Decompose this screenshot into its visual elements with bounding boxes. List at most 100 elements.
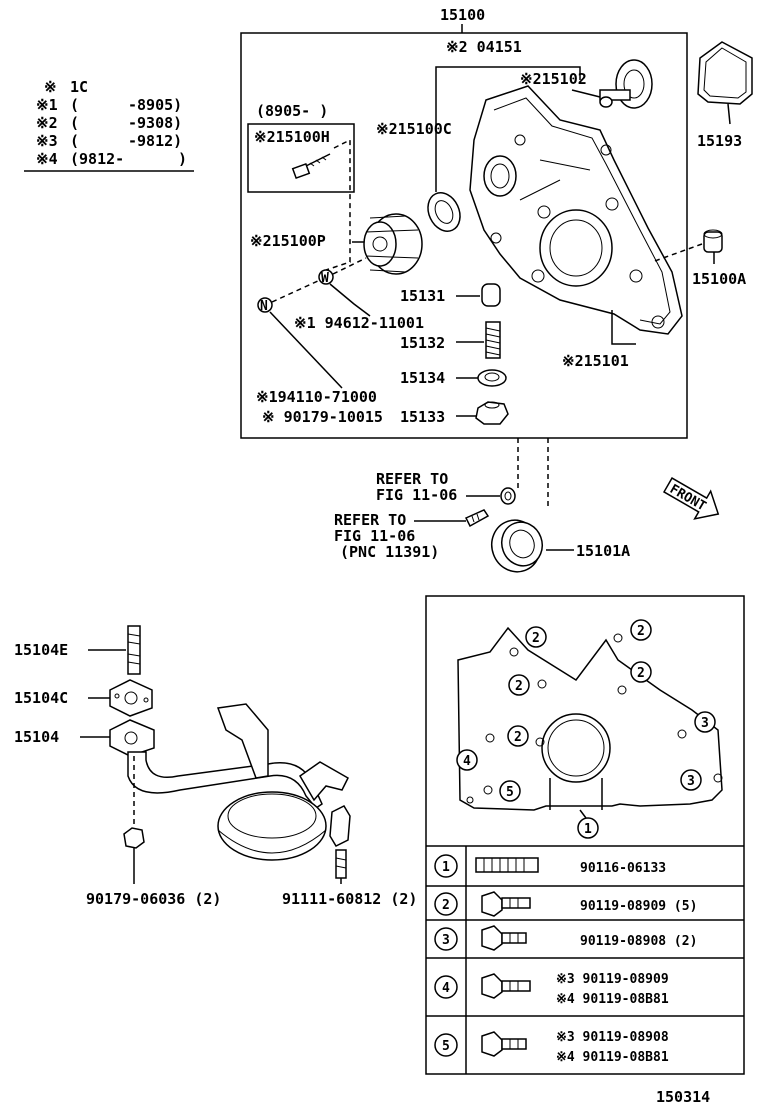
svg-text:2: 2	[637, 666, 645, 681]
callout-94612: ※1 94612-11001	[294, 314, 424, 332]
table-row-1: 1 90116-06133	[434, 854, 666, 878]
bolt-location-marker-3b: 3	[680, 769, 702, 791]
svg-text:4: 4	[463, 754, 471, 769]
w-marker-circle	[318, 269, 334, 285]
refer-note-2-line-2: FIG 11-06	[334, 527, 415, 545]
legend-row-3-mark: ※3	[36, 132, 58, 150]
front-arrow: FRONT	[662, 477, 720, 520]
svg-text:2: 2	[514, 730, 522, 745]
later-model-box	[247, 123, 355, 193]
dashed-path-15100H	[325, 138, 351, 271]
svg-text:5: 5	[506, 785, 514, 800]
crank-seal-drawing	[491, 519, 543, 573]
inner-rotor-gear-drawing	[599, 59, 653, 109]
oring-drawing	[697, 41, 753, 105]
legend-header-mark: ※	[44, 78, 57, 96]
callout-15131: 15131	[400, 287, 445, 305]
callout-91111-60812: 91111-60812 (2)	[282, 890, 417, 908]
pump-body-outline-drawing	[457, 626, 723, 811]
leader-15102	[571, 89, 605, 99]
callout-15100P: ※215100P	[250, 232, 326, 250]
refer-note-1-line-2: FIG 11-06	[376, 486, 457, 504]
bolt-location-marker-4: 4	[456, 749, 478, 771]
oil-pump-body-drawing	[469, 85, 683, 335]
flange-bolt-drawing	[329, 805, 351, 879]
pump-assembly-box	[240, 32, 688, 439]
callout-range-8905: (8905- )	[256, 102, 328, 120]
leader-94612	[329, 283, 371, 317]
legend-row-3-range: -9812)	[128, 132, 182, 150]
relief-plug-drawing	[475, 401, 509, 425]
table-row-2-key: 2	[442, 898, 450, 913]
leader-04151	[435, 66, 581, 192]
assembly-part-number: 15100	[440, 6, 485, 24]
table-row-3-key: 3	[442, 933, 450, 948]
relief-valve-drawing	[481, 283, 501, 307]
refer-note-2-line-3: (PNC 11391)	[340, 543, 439, 561]
dowel-pin-drawing	[464, 509, 490, 528]
table-row-4: 4 ※3 90119-08909 ※4 90119-08B81	[434, 972, 669, 1007]
callout-15104C: 15104C	[14, 689, 68, 707]
table-row-5: 5 ※3 90119-08908 ※4 90119-08B81	[434, 1030, 669, 1065]
w-marker: W	[321, 271, 329, 286]
legend-row-1-range: -8905)	[128, 96, 182, 114]
table-row-3-part-number: 90119-08908 (2)	[580, 934, 697, 949]
relief-spring-drawing	[485, 321, 501, 359]
table-row-4-key: 4	[442, 981, 450, 996]
callout-90179-06036: 90179-06036 (2)	[86, 890, 221, 908]
refer-note-2-line-1: REFER TO	[334, 511, 406, 529]
table-row-2: 2 90119-08909 (5)	[434, 891, 697, 917]
hex-bolt-icon	[481, 973, 531, 999]
leader-15193	[727, 103, 731, 125]
callout-15104E: 15104E	[14, 641, 68, 659]
legend-row-3-open: (	[70, 132, 79, 150]
legend-header-code: 1C	[70, 78, 88, 96]
figure-number: 150314	[656, 1088, 710, 1106]
callout-15104: 15104	[14, 728, 59, 746]
svg-text:1: 1	[584, 822, 592, 837]
hex-bolt-icon	[481, 925, 527, 951]
callout-15132: 15132	[400, 334, 445, 352]
bolt-location-marker-3a: 3	[694, 711, 716, 733]
dashed-path-w-gear	[332, 257, 367, 275]
legend-row-2-mark: ※2	[36, 114, 58, 132]
svg-text:2: 2	[637, 624, 645, 639]
table-row-2-part-number: 90119-08909 (5)	[580, 899, 697, 914]
callout-15134: 15134	[400, 369, 445, 387]
callout-94110: ※194110-71000	[256, 388, 377, 406]
oil-seal-drawing	[427, 192, 461, 232]
svg-text:3: 3	[687, 774, 695, 789]
table-row-3: 3 90119-08908 (2)	[434, 925, 697, 951]
bolt-location-marker-2d: 2	[630, 661, 652, 683]
plug-bolt-drawing	[291, 153, 331, 180]
callout-04151: ※2 04151	[446, 38, 522, 56]
callout-15101A: 15101A	[576, 542, 630, 560]
callout-90179-10015: ※ 90179-10015	[262, 408, 383, 426]
table-row-5-part-number-1: ※3 90119-08908	[556, 1030, 669, 1045]
n-marker-circle	[257, 297, 273, 313]
stud-bolt-icon	[475, 857, 539, 873]
drive-gear-drawing	[363, 213, 423, 275]
oil-strainer-drawing	[109, 703, 349, 861]
callout-15101: ※215101	[562, 352, 629, 370]
table-row-5-part-number-2: ※4 90119-08B81	[556, 1050, 669, 1065]
table-row-5-key: 5	[442, 1039, 450, 1054]
small-oring-drawing	[500, 487, 516, 505]
n-marker: N	[260, 299, 268, 314]
bolt-location-marker-5: 5	[499, 780, 521, 802]
legend-row-2-open: (	[70, 114, 79, 132]
dashed-path-n-w	[271, 279, 321, 303]
bolt-location-marker-2c: 2	[508, 674, 530, 696]
hex-bolt-icon	[481, 1031, 527, 1057]
table-row-4-part-number-2: ※4 90119-08B81	[556, 992, 669, 1007]
legend-row-4-range: )	[178, 150, 187, 168]
refer-note-1-line-1: REFER TO	[376, 470, 448, 488]
strainer-gasket-drawing	[109, 679, 153, 717]
bolt-location-marker-1: 1	[577, 809, 599, 839]
leader-15101	[611, 310, 636, 345]
hex-bolt-icon	[481, 891, 531, 917]
table-row-1-part-number: 90116-06133	[580, 861, 666, 876]
legend-row-1-mark: ※1	[36, 96, 58, 114]
callout-15100A: 15100A	[692, 270, 746, 288]
